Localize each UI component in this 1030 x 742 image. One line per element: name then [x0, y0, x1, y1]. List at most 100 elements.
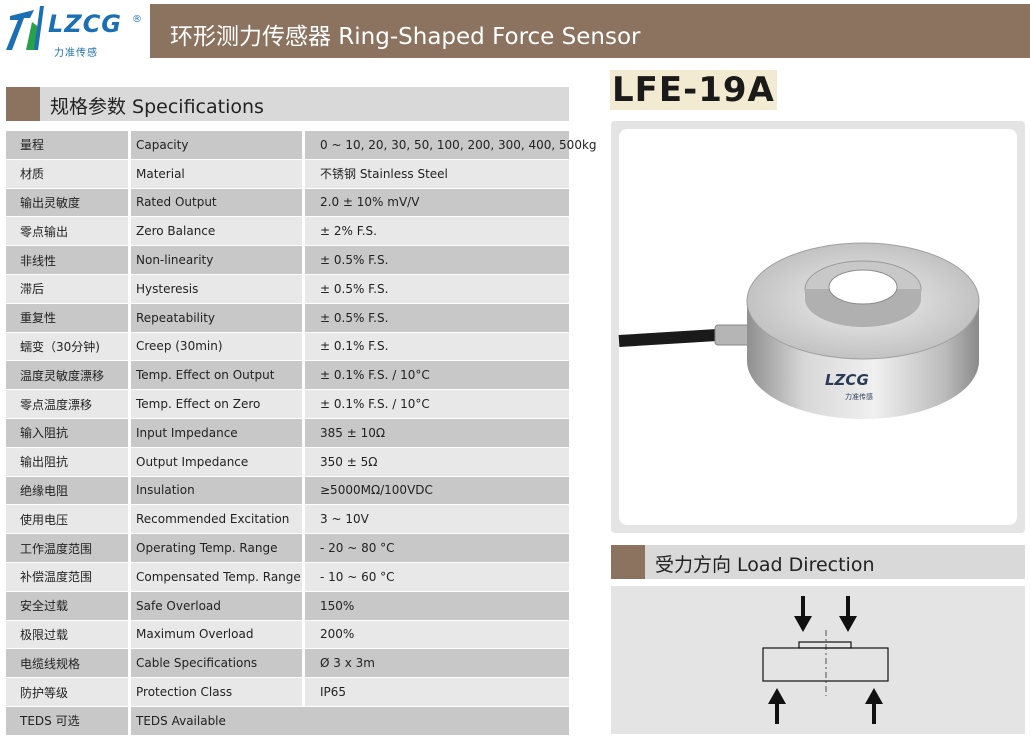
spec-label-cn: 零点输出 [20, 224, 69, 239]
spec-row: 蠕变（30分钟)Creep (30min)± 0.1% F.S. [6, 332, 569, 362]
spec-value: 150% [320, 598, 355, 613]
spec-value: 200% [320, 627, 355, 642]
spec-label-en: Output Impedance [136, 454, 249, 469]
column-divider [128, 418, 131, 447]
spec-row: 重复性 Repeatability ± 0.5% F.S. [6, 303, 569, 333]
spec-label-en: Rated Output [136, 195, 217, 210]
column-divider [302, 188, 305, 217]
column-divider [302, 274, 305, 303]
spec-label-cn: 补偿温度范围 [20, 570, 93, 585]
title-bar: 环形测力传感器 Ring-Shaped Force Sensor [150, 4, 1030, 58]
column-divider [128, 274, 131, 303]
spec-label-en: Repeatability [136, 310, 216, 325]
spec-label-en: Material [136, 166, 185, 181]
spec-label-cn: 重复性 [20, 311, 57, 326]
heading-accent-block [611, 545, 645, 579]
column-divider [302, 390, 305, 418]
spec-label-cn: 材质 [20, 167, 45, 182]
spec-value: IP65 [320, 685, 347, 700]
spec-row: 零点输出 Zero Balance ± 2% F.S. [6, 217, 569, 247]
column-divider [302, 303, 305, 332]
column-divider [128, 159, 131, 188]
column-divider [302, 447, 305, 476]
product-image: LZCG 力准传感 [618, 129, 1017, 525]
spec-label-en: Creep (30min) [136, 339, 223, 354]
spec-row: 材质 Material 不锈钢 Stainless Steel [6, 159, 569, 189]
spec-label-cn: 极限过载 [20, 627, 69, 642]
column-divider [128, 390, 131, 418]
spec-value: 3 ~ 10V [320, 512, 369, 527]
page-title: 环形测力传感器 Ring-Shaped Force Sensor [170, 24, 641, 50]
spec-label-en: Cable Specifications [136, 656, 258, 671]
column-divider [302, 361, 305, 390]
spec-label-cn: 零点温度漂移 [20, 397, 93, 412]
down-arrow-icon [794, 596, 812, 632]
spec-label-cn: 绝缘电阻 [20, 483, 69, 498]
spec-value: 0 ~ 10, 20, 30, 50, 100, 200, 300, 400, … [320, 137, 597, 152]
spec-label-cn: 安全过载 [20, 599, 69, 614]
column-divider [128, 562, 131, 591]
spec-value: ± 0.1% F.S. / 10°C [320, 397, 430, 412]
spec-label-en: Protection Class [136, 685, 233, 700]
column-divider [128, 246, 131, 274]
spec-value: ± 2% F.S. [320, 224, 377, 239]
spec-label-cn: 电缆线规格 [20, 656, 81, 671]
column-divider [302, 476, 305, 505]
engraved-logo: LZCG [825, 371, 869, 389]
column-divider [128, 303, 131, 332]
specs-heading-title: 规格参数 Specifications [50, 96, 264, 118]
spec-label-en: Recommended Excitation [136, 512, 290, 527]
heading-accent-block [6, 87, 40, 121]
spec-label-cn: 量程 [20, 138, 45, 153]
load-direction-diagram [611, 586, 1025, 734]
spec-value: 不锈钢 Stainless Steel [320, 167, 448, 182]
column-divider [128, 217, 131, 246]
spec-value: 350 ± 5Ω [320, 454, 378, 469]
up-arrow-icon [768, 688, 786, 724]
column-divider [128, 620, 131, 649]
spec-label-cn: 防护等级 [20, 685, 69, 700]
column-divider [128, 361, 131, 390]
product-image-frame: LZCG 力准传感 [611, 121, 1025, 533]
column-divider [302, 562, 305, 591]
column-divider [302, 246, 305, 274]
column-divider [128, 447, 131, 476]
spec-value: - 10 ~ 60 °C [320, 569, 395, 584]
logo-subtitle: 力准传感 [54, 48, 98, 59]
column-divider [302, 649, 305, 678]
column-divider [128, 505, 131, 534]
column-divider [128, 332, 131, 361]
spec-label-cn: 输出灵敏度 [20, 195, 81, 210]
column-divider [302, 534, 305, 562]
spec-label-en: Hysteresis [136, 281, 199, 296]
spec-value: 2.0 ± 10% mV/V [320, 195, 420, 210]
column-divider [128, 476, 131, 505]
column-divider [302, 620, 305, 649]
spec-label-en: Input Impedance [136, 425, 238, 440]
spec-label-cn: 工作温度范围 [20, 541, 93, 556]
column-divider [302, 217, 305, 246]
spec-value: ≥5000MΩ/100VDC [320, 483, 433, 498]
column-divider [128, 706, 131, 735]
column-divider [128, 649, 131, 678]
column-divider [302, 332, 305, 361]
spec-label-cn: TEDS 可选 [20, 714, 80, 729]
spec-label-en: Zero Balance [136, 224, 216, 239]
column-divider [128, 131, 131, 159]
spec-row: 防护等级 Protection Class IP65 [6, 678, 569, 707]
spec-value: 385 ± 10Ω [320, 425, 386, 440]
brand-logo: LZCG ® 力准传感 [4, 4, 144, 59]
logo-mark-icon [6, 6, 44, 50]
spec-value: ± 0.5% F.S. [320, 310, 389, 325]
